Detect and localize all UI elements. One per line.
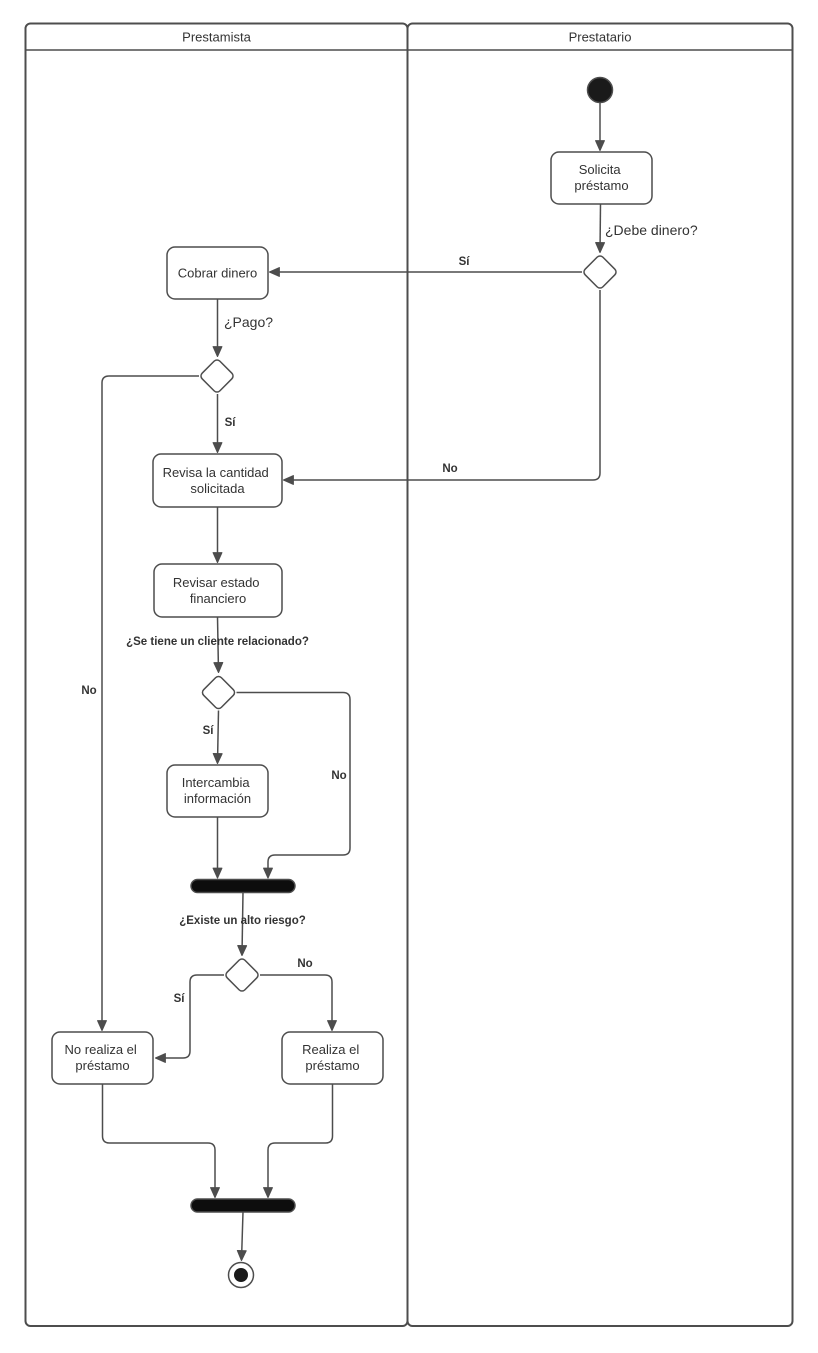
edge-riesgo-no-to-realiza [260,974,337,1032]
activity-cobrar-dinero: Cobrar dinero [166,246,269,300]
activity-revisa-cantidad: Revisa la cantidad solicitada [152,453,283,508]
lane-prestamista [24,22,409,1327]
activity-label: Solicita préstamo [574,162,628,193]
activity-box [281,1031,384,1085]
label-debe-dinero-si: Sí [459,256,471,268]
lane-title-prestamista: Prestamista [182,30,251,45]
edge-pago-no-to-no-realiza [97,375,199,1032]
activity-box [550,151,653,205]
label-pago-si: Sí [225,417,237,429]
label-line: información [184,791,251,806]
edge-solicita-to-decision-debe [595,203,606,254]
label-cliente-no: No [331,770,346,782]
label-line: préstamo [75,1058,129,1073]
label-riesgo-no: No [297,958,312,970]
edge-realiza-to-join [263,1084,334,1199]
edge-cliente-no-bypass-to-fork [236,691,351,879]
activity-box [166,764,269,818]
activity-intercambia-informacion: Intercambia información [166,764,269,818]
edge-debe-no-to-revisa-cantidad [282,290,601,485]
activity-box [152,453,283,508]
activity-label: Intercambia información [182,775,254,806]
edge-labels: ¿Debe dinero? Sí No ¿Pago? Sí No ¿Se tie… [81,222,697,1005]
activity-label: Realiza el préstamo [302,1042,363,1073]
label-line: préstamo [574,178,628,193]
join-bar [190,1198,296,1213]
lane-title-prestatario: Prestatario [569,30,632,45]
lane-prestatario [406,22,794,1327]
activity-no-realiza-prestamo: No realiza el préstamo [51,1031,154,1085]
label-line: Intercambia [182,775,251,790]
label-line: Revisar estado [173,575,260,590]
edge-riesgo-si-to-no-realiza [154,974,224,1063]
label-line: préstamo [305,1058,359,1073]
activity-label: Revisa la cantidad solicitada [163,465,273,496]
label-debe-dinero-question: ¿Debe dinero? [605,222,698,238]
fork-bar [190,878,296,894]
activity-box [153,563,283,618]
decision-alto-riesgo [225,958,259,992]
final-node [227,1261,255,1289]
decision-pago [200,359,234,393]
activity-realiza-prestamo: Realiza el préstamo [281,1031,384,1085]
label-line: financiero [190,591,246,606]
edge-revisar-estado-to-decision-cliente [213,616,224,674]
decision-debe-dinero [583,255,617,289]
label-line: Revisa la cantidad [163,465,269,480]
decision-cliente-relacionado [201,675,236,710]
label-cliente-si: Sí [203,725,215,737]
label-line: Realiza el [302,1042,359,1057]
swimlane-pool: Prestamista Prestatario [24,22,794,1327]
edge-join-to-end [236,1211,247,1262]
edges [97,102,606,1262]
activity-label: Revisar estado financiero [173,575,263,606]
activity-label: Cobrar dinero [178,266,258,281]
activity-revisar-estado: Revisar estado financiero [153,563,283,618]
activity-label: No realiza el préstamo [65,1042,141,1073]
label-cliente-question: ¿Se tiene un cliente relacionado? [126,636,309,648]
final-node-inner-dot [234,1268,248,1282]
label-riesgo-question: ¿Existe un alto riesgo? [179,915,306,927]
nodes: Solicita préstamo Cobrar dinero Revisa l… [51,76,653,1289]
label-riesgo-si: Sí [174,993,186,1005]
label-pago-no: No [81,685,96,697]
edge-no-realiza-to-join [101,1084,220,1199]
activity-box [51,1031,154,1085]
label-line: No realiza el [65,1042,137,1057]
label-debe-dinero-no: No [442,463,457,475]
label-line: solicitada [190,481,245,496]
activity-solicita-prestamo: Solicita préstamo [550,151,653,205]
initial-node [586,76,614,104]
activity-box [166,246,269,300]
label-line: Solicita [579,162,622,177]
edge-fork-to-decision-riesgo [237,892,248,957]
edge-cliente-si-to-intercambia [212,710,223,765]
label-pago-question: ¿Pago? [224,314,273,330]
